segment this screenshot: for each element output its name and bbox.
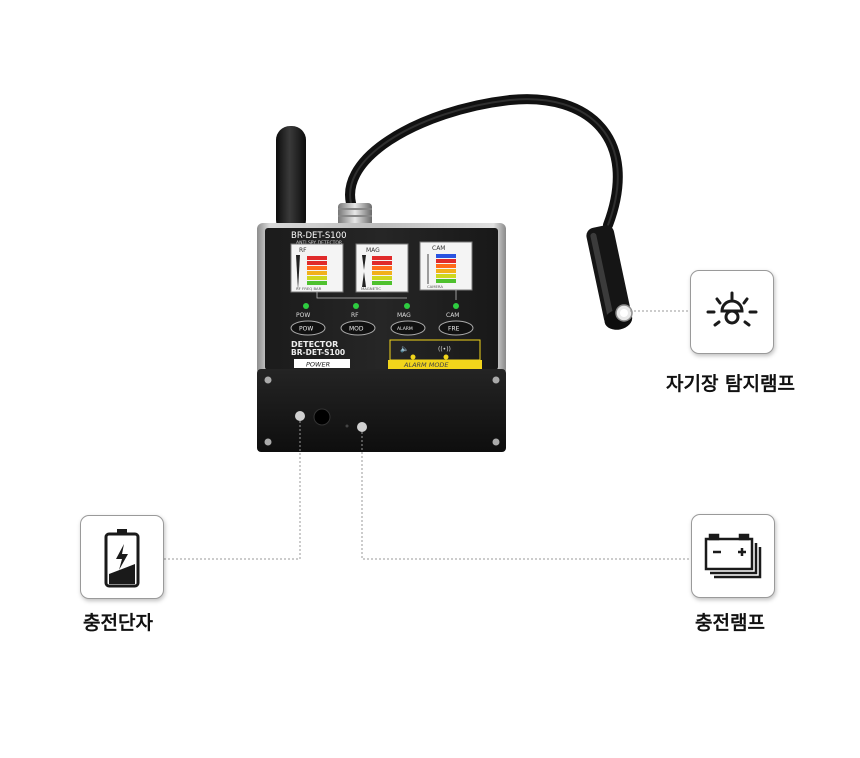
power-label: POWER (306, 361, 330, 369)
car-battery-icon (704, 533, 762, 579)
rf-led (353, 303, 359, 309)
pow-led (303, 303, 309, 309)
mag-led (404, 303, 410, 309)
svg-text:CAMERA: CAMERA (427, 284, 443, 289)
svg-text:RF: RF (299, 247, 307, 254)
charging-port-label: 충전단자 (83, 612, 153, 634)
charging-port (313, 408, 331, 426)
model-subtitle: ANTI SPY DETECTOR (296, 240, 342, 246)
lamp-callout-box (690, 270, 774, 354)
svg-text:FRE: FRE (448, 326, 460, 333)
device-front (257, 369, 506, 452)
probe-cable (345, 94, 623, 230)
charging-port-callout-box (80, 515, 164, 599)
mag-meter: MAG MAGNETIC (355, 243, 409, 293)
charging-port-marker (295, 411, 305, 421)
lamp-icon (706, 291, 758, 327)
alarm-mode-label: ALARM MODE (403, 361, 449, 369)
magnetic-lamp-label: 자기장 탐지램프 (666, 373, 795, 395)
led-label-mag: MAG (397, 312, 411, 319)
battery-icon (104, 529, 140, 588)
cam-led (453, 303, 459, 309)
svg-text:RF FREQ BAR: RF FREQ BAR (296, 286, 322, 291)
vibrate-symbol: ((•)) (438, 346, 451, 353)
pow-button: POW (290, 320, 326, 336)
antenna (276, 126, 306, 234)
fre-button: FRE (438, 320, 474, 336)
svg-text:POW: POW (299, 326, 313, 333)
svg-text:ALARM: ALARM (397, 326, 413, 332)
svg-text:MAGNETIC: MAGNETIC (361, 286, 381, 291)
led-label-rf: RF (351, 312, 359, 319)
led-label-cam: CAM (446, 312, 459, 319)
charging-lamp-marker (357, 422, 367, 432)
speaker-symbol: 🔈 (400, 345, 409, 353)
cam-meter: CAM CAMERA (419, 241, 473, 291)
probe-head (586, 225, 633, 330)
panel-title-2: BR-DET-S100 (291, 348, 345, 357)
charging-lamp-callout-box (691, 514, 775, 598)
charging-lamp-label: 충전램프 (695, 612, 765, 634)
svg-text:MOD: MOD (349, 326, 364, 333)
led-label-pow: POW (296, 312, 310, 319)
rf-meter: RF RF FREQ BAR (290, 243, 344, 293)
model-name: BR-DET-S100 (291, 231, 346, 241)
alarm-button: ALARM (390, 320, 426, 336)
svg-text:CAM: CAM (432, 245, 445, 252)
mod-button: MOD (340, 320, 376, 336)
svg-text:MAG: MAG (366, 247, 380, 254)
leader-line-charging-port (163, 421, 301, 560)
panel-title-1: DETECTOR (291, 340, 338, 349)
